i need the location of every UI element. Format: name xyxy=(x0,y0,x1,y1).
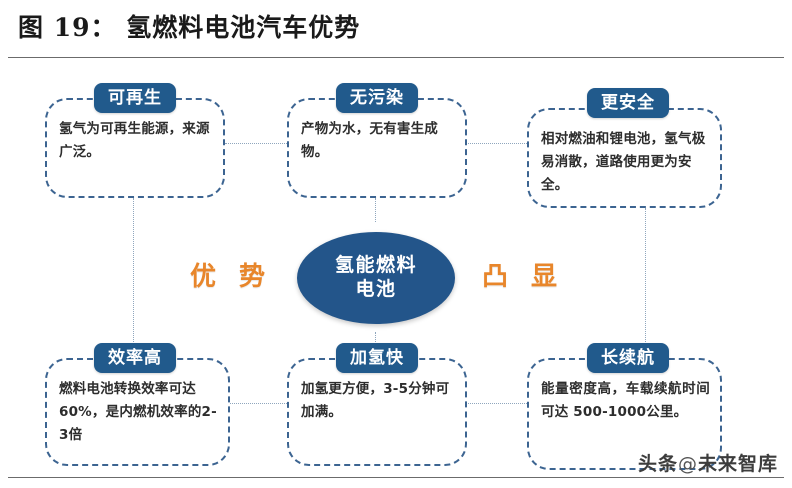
pill-high-efficiency[interactable]: 效率高 xyxy=(94,343,176,373)
connector-renewable-to-pollutionfree xyxy=(225,143,287,144)
bottom-divider xyxy=(8,477,784,478)
card-pollution-free[interactable]: 产物为水，无有害生成物。 xyxy=(287,98,467,198)
card-renewable[interactable]: 氢气为可再生能源，来源广泛。 xyxy=(45,98,225,198)
pill-renewable[interactable]: 可再生 xyxy=(94,83,176,113)
pill-fast-refuel[interactable]: 加氢快 xyxy=(336,343,418,373)
pill-pollution-free[interactable]: 无污染 xyxy=(336,83,418,113)
accent-word-left: 优 势 xyxy=(190,262,273,292)
card-renewable-body: 氢气为可再生能源，来源广泛。 xyxy=(59,121,210,161)
connector-safer-to-range xyxy=(645,208,646,358)
connector-pollutionfree-to-safer xyxy=(465,143,527,144)
center-node-line1: 氢能燃料 xyxy=(334,254,417,277)
center-node[interactable]: 氢能燃料 电池 xyxy=(297,232,455,324)
page-title: 图 19： 氢燃料电池汽车优势 xyxy=(18,13,361,42)
connector-renewable-to-efficiency xyxy=(133,198,134,358)
card-fast-refuel[interactable]: 加氢更方便，3-5分钟可加满。 xyxy=(287,358,467,466)
pill-long-range[interactable]: 长续航 xyxy=(587,343,669,373)
connector-efficiency-to-refuel xyxy=(225,403,287,404)
accent-word-right: 凸 显 xyxy=(482,262,565,292)
card-high-efficiency[interactable]: 燃料电池转换效率可达60%，是内燃机效率的2-3倍 xyxy=(45,358,230,466)
card-safer-body: 相对燃油和锂电池，氢气极易消散，道路使用更为安全。 xyxy=(541,131,706,194)
card-long-range-body: 能量密度高，车载续航时间可达 500-1000公里。 xyxy=(541,381,710,421)
card-safer[interactable]: 相对燃油和锂电池，氢气极易消散，道路使用更为安全。 xyxy=(527,108,722,208)
watermark: 头条@未来智库 xyxy=(638,449,778,476)
watermark-prefix: 头条 xyxy=(637,453,678,475)
card-high-efficiency-body: 燃料电池转换效率可达60%，是内燃机效率的2-3倍 xyxy=(59,381,217,444)
watermark-at-symbol: @ xyxy=(677,453,698,475)
connector-pollutionfree-to-center xyxy=(375,198,376,222)
watermark-source-name: 未来智库 xyxy=(697,453,778,475)
diagram-canvas: 氢气为可再生能源，来源广泛。 可再生 产物为水，无有害生成物。 无污染 相对燃油… xyxy=(0,58,792,477)
title-divider xyxy=(8,57,784,58)
card-pollution-free-body: 产物为水，无有害生成物。 xyxy=(301,121,438,161)
title-bar: 图 19： 氢燃料电池汽车优势 xyxy=(0,0,792,58)
pill-safer[interactable]: 更安全 xyxy=(587,88,669,118)
connector-refuel-to-range xyxy=(465,403,527,404)
center-node-line2: 电池 xyxy=(355,278,397,300)
card-long-range[interactable]: 能量密度高，车载续航时间可达 500-1000公里。 xyxy=(527,358,722,470)
card-fast-refuel-body: 加氢更方便，3-5分钟可加满。 xyxy=(301,381,450,421)
